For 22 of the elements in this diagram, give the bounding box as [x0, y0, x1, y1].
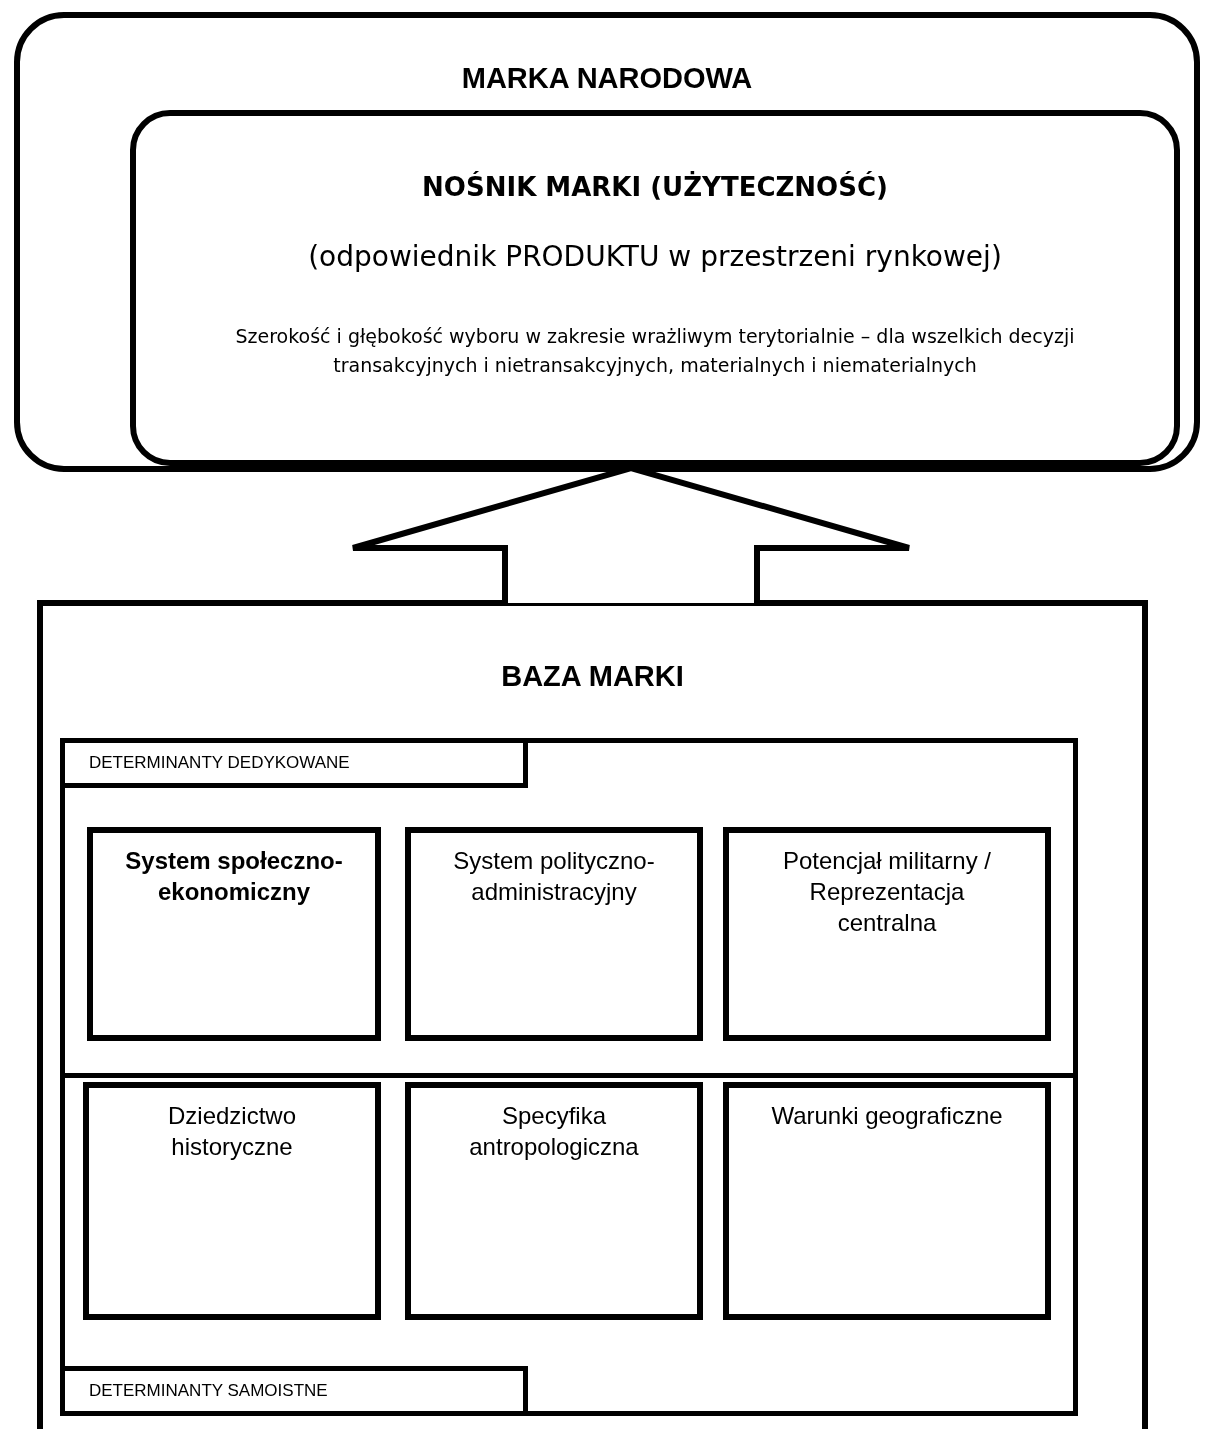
section-box [60, 1078, 1078, 1416]
box-label: Potencjał militarny / Reprezentacja centralna [781, 846, 993, 939]
container-box [37, 600, 1148, 1429]
heading: BAZA MARKI [500, 660, 685, 693]
text-box [405, 827, 703, 1041]
text-box [723, 827, 1051, 1041]
text-box [87, 827, 381, 1041]
heading: NOŚNIK MARKI (UŻYTECZNOŚĆ) [421, 172, 889, 202]
rounded-box [14, 12, 1200, 472]
box-label: System polityczno-administracyjny [452, 846, 656, 908]
section-box [60, 738, 1078, 1078]
box-label: Warunki geograficzne [770, 1101, 1004, 1131]
rounded-box [130, 110, 1180, 466]
box-label: System społeczno-ekonomiczny [124, 846, 344, 908]
text-box [83, 1082, 381, 1320]
box-label: Dziedzictwo historyczne [166, 1101, 297, 1163]
box-label: Specyfika antropologiczna [468, 1101, 640, 1163]
text-box [405, 1082, 703, 1320]
text-box [723, 1082, 1051, 1320]
heading: MARKA NARODOWA [460, 62, 754, 95]
description: Szerokość i głębokość wyboru w zakresie wrażliwym terytorialnie – dla wszelkich decyzji transakcyjnych i nietransakcyjnych, materialnych i niematerialnych [234, 324, 1076, 378]
subheading: (odpowiednik PRODUKTU w przestrzeni rynkowej) [307, 240, 1003, 273]
